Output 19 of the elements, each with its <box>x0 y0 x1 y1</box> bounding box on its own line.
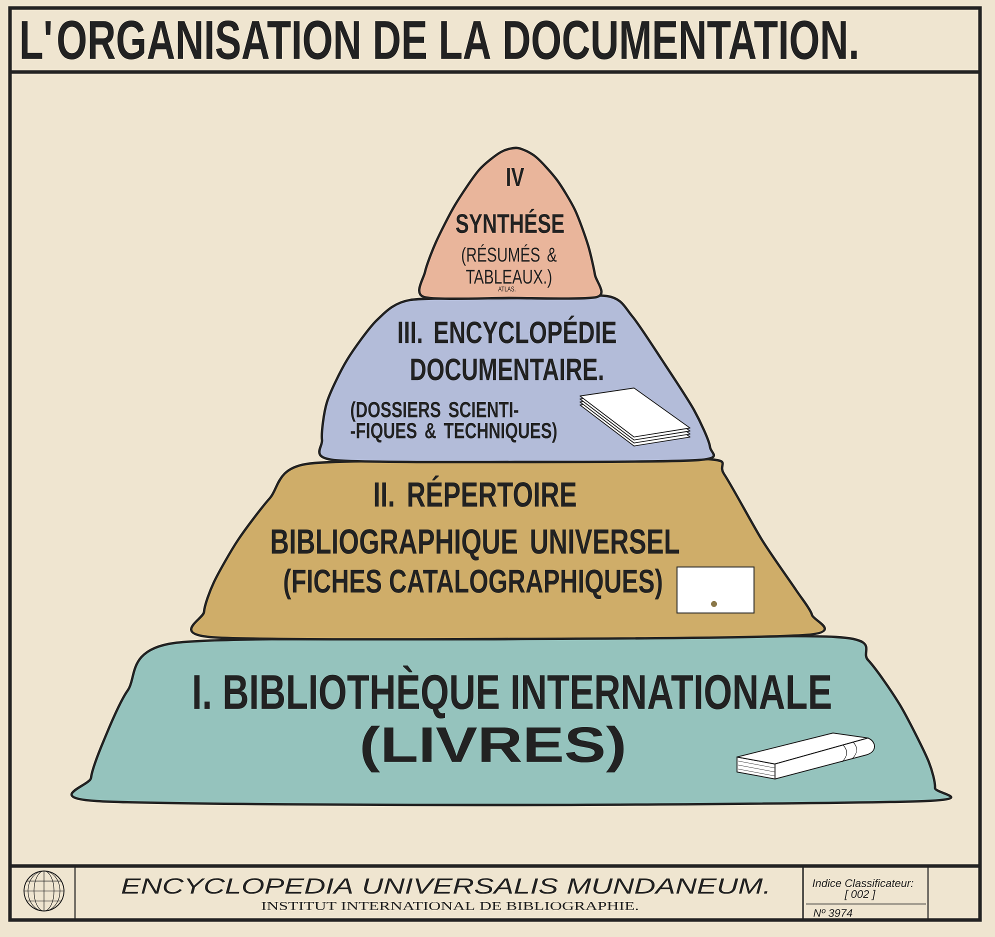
footer-title: ENCYCLOPEDIA UNIVERSALIS MUNDANEUM. <box>122 878 768 894</box>
tier-subtitle: (RÉSUMÉS & TABLEAUX.) <box>462 244 557 288</box>
pyramid-tier <box>70 634 952 806</box>
tier-heading: III. ENCYCLOPÉDIE DOCUMENTAIRE. <box>398 316 616 380</box>
tier-subtitle: (LIVRES) <box>362 726 624 772</box>
tier-heading: SYNTHÉSE <box>456 208 564 234</box>
footer-subtitle: INSTITUT INTERNATIONAL DE BIBLIOGRAPHIE. <box>262 902 638 910</box>
catalogue-number: Nº 3974 <box>814 909 852 917</box>
pyramid-tier <box>190 457 826 641</box>
tier-heading: II. RÉPERTOIRE BIBLIOGRAPHIQUE UNIVERSEL <box>272 476 680 560</box>
title: L'ORGANISATION DE LA DOCUMENTATION. <box>22 20 857 60</box>
tier-number: IV <box>507 168 524 186</box>
field-label: Indice Classificateur: <box>812 878 914 888</box>
tier-subtitle: (FICHES CATALOGRAPHIQUES) <box>284 568 662 600</box>
tier-heading: I. BIBLIOTHÈQUE INTERNATIONALE <box>194 665 831 719</box>
pyramid-tier <box>318 294 716 464</box>
tier-subtitle: (DOSSIERS SCIENTI- -FIQUES & TECHNIQUES) <box>350 401 557 443</box>
class-number: [ 002 ] <box>844 890 876 900</box>
pyramid-tier <box>418 146 603 300</box>
